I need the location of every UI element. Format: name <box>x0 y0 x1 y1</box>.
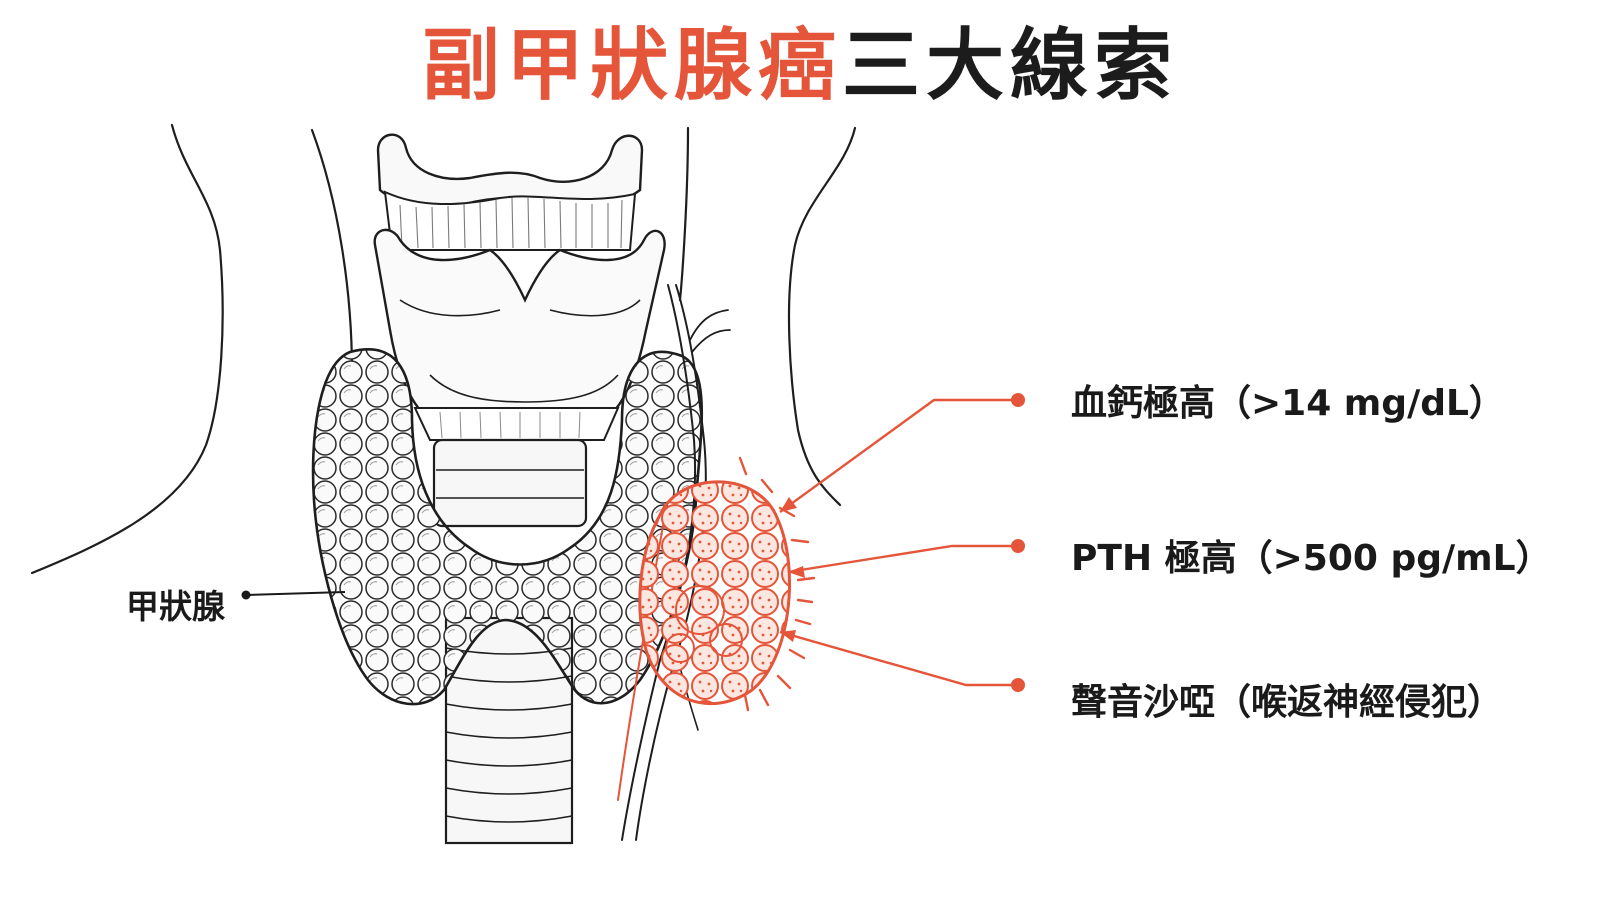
clue-2-leader-line <box>787 539 1025 578</box>
parathyroid-tumor <box>638 480 792 706</box>
clue-1-leader-line <box>779 393 1025 513</box>
clue-3-leader-line <box>779 630 1025 692</box>
thyrohyoid-membrane <box>383 190 637 251</box>
cricoid-cartilage <box>432 438 588 528</box>
thyroid-cartilage <box>373 228 666 412</box>
thyroid-label: 甲狀腺 <box>126 587 225 626</box>
neck-outline <box>30 123 857 575</box>
tumor-emphasis-marks <box>738 456 816 712</box>
clue-3-label: 聲音沙啞（喉返神經侵犯） <box>1071 682 1504 723</box>
clue-2-label: PTH 極高（>500 pg/mL） <box>1071 538 1552 579</box>
cricothyroid-membrane <box>413 407 620 441</box>
title-highlight: 副甲狀腺癌 <box>421 21 842 111</box>
page-title: 副甲狀腺癌三大線索 <box>0 21 1600 112</box>
clue-1-label: 血鈣極高（>14 mg/dL） <box>1071 383 1505 424</box>
title-rest: 三大線索 <box>842 21 1179 111</box>
thyroid-leader-line <box>241 590 346 600</box>
